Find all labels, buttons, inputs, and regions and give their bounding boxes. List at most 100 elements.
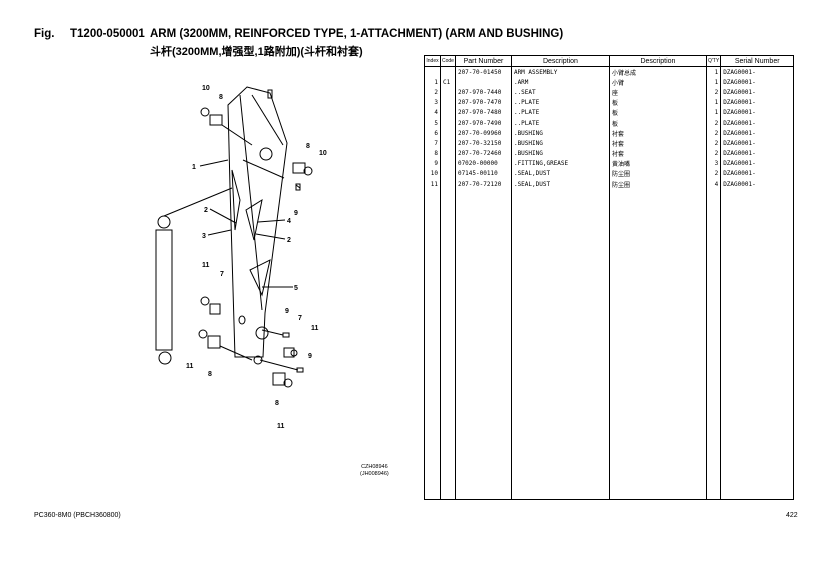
- cell-desc: .BUSHING: [510, 148, 610, 159]
- cell-desc: .FITTING,GREASE: [510, 158, 610, 169]
- cell-code: [440, 168, 456, 180]
- callout: 7: [220, 271, 224, 278]
- cell-code: [440, 138, 456, 149]
- cell-desc-cn: 防尘圈: [608, 179, 707, 190]
- cell-code: [440, 107, 456, 118]
- cell-index: 2: [424, 87, 441, 98]
- cell-desc-cn: 小臂: [608, 77, 707, 88]
- cell-serial: DZAG0001-: [720, 66, 795, 78]
- cylinder: [155, 229, 173, 351]
- cell-serial: DZAG0001-: [720, 87, 795, 98]
- illustration-code-alt: (JH008946): [360, 471, 389, 477]
- cell-part: 207-970-7490: [454, 117, 512, 129]
- cell-index: 5: [424, 117, 441, 129]
- callout: 8: [208, 371, 212, 378]
- cell-serial: DZAG0001-: [720, 179, 795, 190]
- callout: 4: [287, 218, 291, 225]
- cell-serial: DZAG0001-: [720, 128, 795, 139]
- illustration-number: CZH08946 (JH008946): [360, 464, 389, 478]
- empty-cell: [440, 189, 456, 501]
- cell-qty: 1: [705, 66, 722, 78]
- callout: 11: [202, 262, 210, 269]
- fig-label: Fig.: [34, 28, 55, 40]
- empty-cell: [608, 189, 707, 501]
- callout: 5: [294, 285, 298, 292]
- cell-desc-cn: 板: [608, 107, 707, 118]
- cell-desc-cn: 板: [608, 97, 707, 108]
- cell-desc-cn: 衬套: [608, 128, 707, 139]
- cell-desc-cn: 衬套: [608, 148, 707, 159]
- cell-serial: DZAG0001-: [720, 97, 795, 108]
- col-index: Index: [424, 55, 441, 67]
- cell-part: 207-70-72120: [454, 179, 512, 190]
- empty-cell: [510, 189, 610, 501]
- table-header: Index Code Part Number Description Descr…: [424, 55, 795, 67]
- cell-desc: .BUSHING: [510, 128, 610, 139]
- fig-code: T1200-050001: [70, 28, 145, 40]
- cell-part: 207-70-09960: [454, 128, 512, 139]
- cell-index: 8: [424, 148, 441, 159]
- col-part-number: Part Number: [454, 55, 512, 67]
- cell-index: 7: [424, 138, 441, 149]
- cell-qty: 1: [705, 107, 722, 118]
- cell-desc-cn: 衬套: [608, 138, 707, 149]
- callout: 1: [192, 164, 196, 171]
- cell-serial: DZAG0001-: [720, 77, 795, 88]
- cell-code: [440, 97, 456, 108]
- cell-index: 11: [424, 179, 441, 190]
- cell-desc: .ARM: [510, 77, 610, 88]
- cell-qty: 2: [705, 148, 722, 159]
- cell-index: 4: [424, 107, 441, 118]
- page-number: 422: [786, 512, 798, 519]
- cell-desc-cn: 座: [608, 87, 707, 98]
- col-description-cn: Description: [608, 55, 707, 67]
- cell-desc-cn: 防尘圈: [608, 168, 707, 180]
- empty-cell: [720, 189, 795, 501]
- col-description: Description: [510, 55, 610, 67]
- cell-index: 3: [424, 97, 441, 108]
- callout: 11: [277, 423, 285, 430]
- cell-qty: 4: [705, 179, 722, 190]
- col-serial: Serial Number: [720, 55, 795, 67]
- cell-qty: 2: [705, 168, 722, 180]
- cell-serial: DZAG0001-: [720, 148, 795, 159]
- callout: 2: [204, 207, 208, 214]
- cell-part: 207-70-32150: [454, 138, 512, 149]
- cell-code: C1: [440, 77, 456, 88]
- cell-desc: ARM ASSEMBLY: [510, 66, 610, 78]
- footer-model: PC360-8M0 (PBCH360800): [34, 512, 121, 519]
- cell-qty: 2: [705, 138, 722, 149]
- cell-index: 10: [424, 168, 441, 180]
- callout: 2: [287, 237, 291, 244]
- cell-qty: 1: [705, 97, 722, 108]
- col-qty: Q'TY: [705, 55, 722, 67]
- cell-qty: 1: [705, 77, 722, 88]
- cell-desc-cn: 板: [608, 117, 707, 129]
- cell-part: 07145-00110: [454, 168, 512, 180]
- callout: 8: [219, 94, 223, 101]
- cell-part: 207-70-72460: [454, 148, 512, 159]
- cell-part: 207-970-7440: [454, 87, 512, 98]
- cell-desc: ..PLATE: [510, 117, 610, 129]
- cell-code: [440, 158, 456, 169]
- cell-serial: DZAG0001-: [720, 168, 795, 180]
- cell-qty: 2: [705, 117, 722, 129]
- cell-part: 07020-00000: [454, 158, 512, 169]
- callout: 9: [308, 353, 312, 360]
- cell-index: [424, 66, 441, 78]
- callout: 10: [202, 85, 210, 92]
- cell-part: 207-970-7480: [454, 107, 512, 118]
- callout: 9: [285, 308, 289, 315]
- cell-desc: .SEAL,DUST: [510, 168, 610, 180]
